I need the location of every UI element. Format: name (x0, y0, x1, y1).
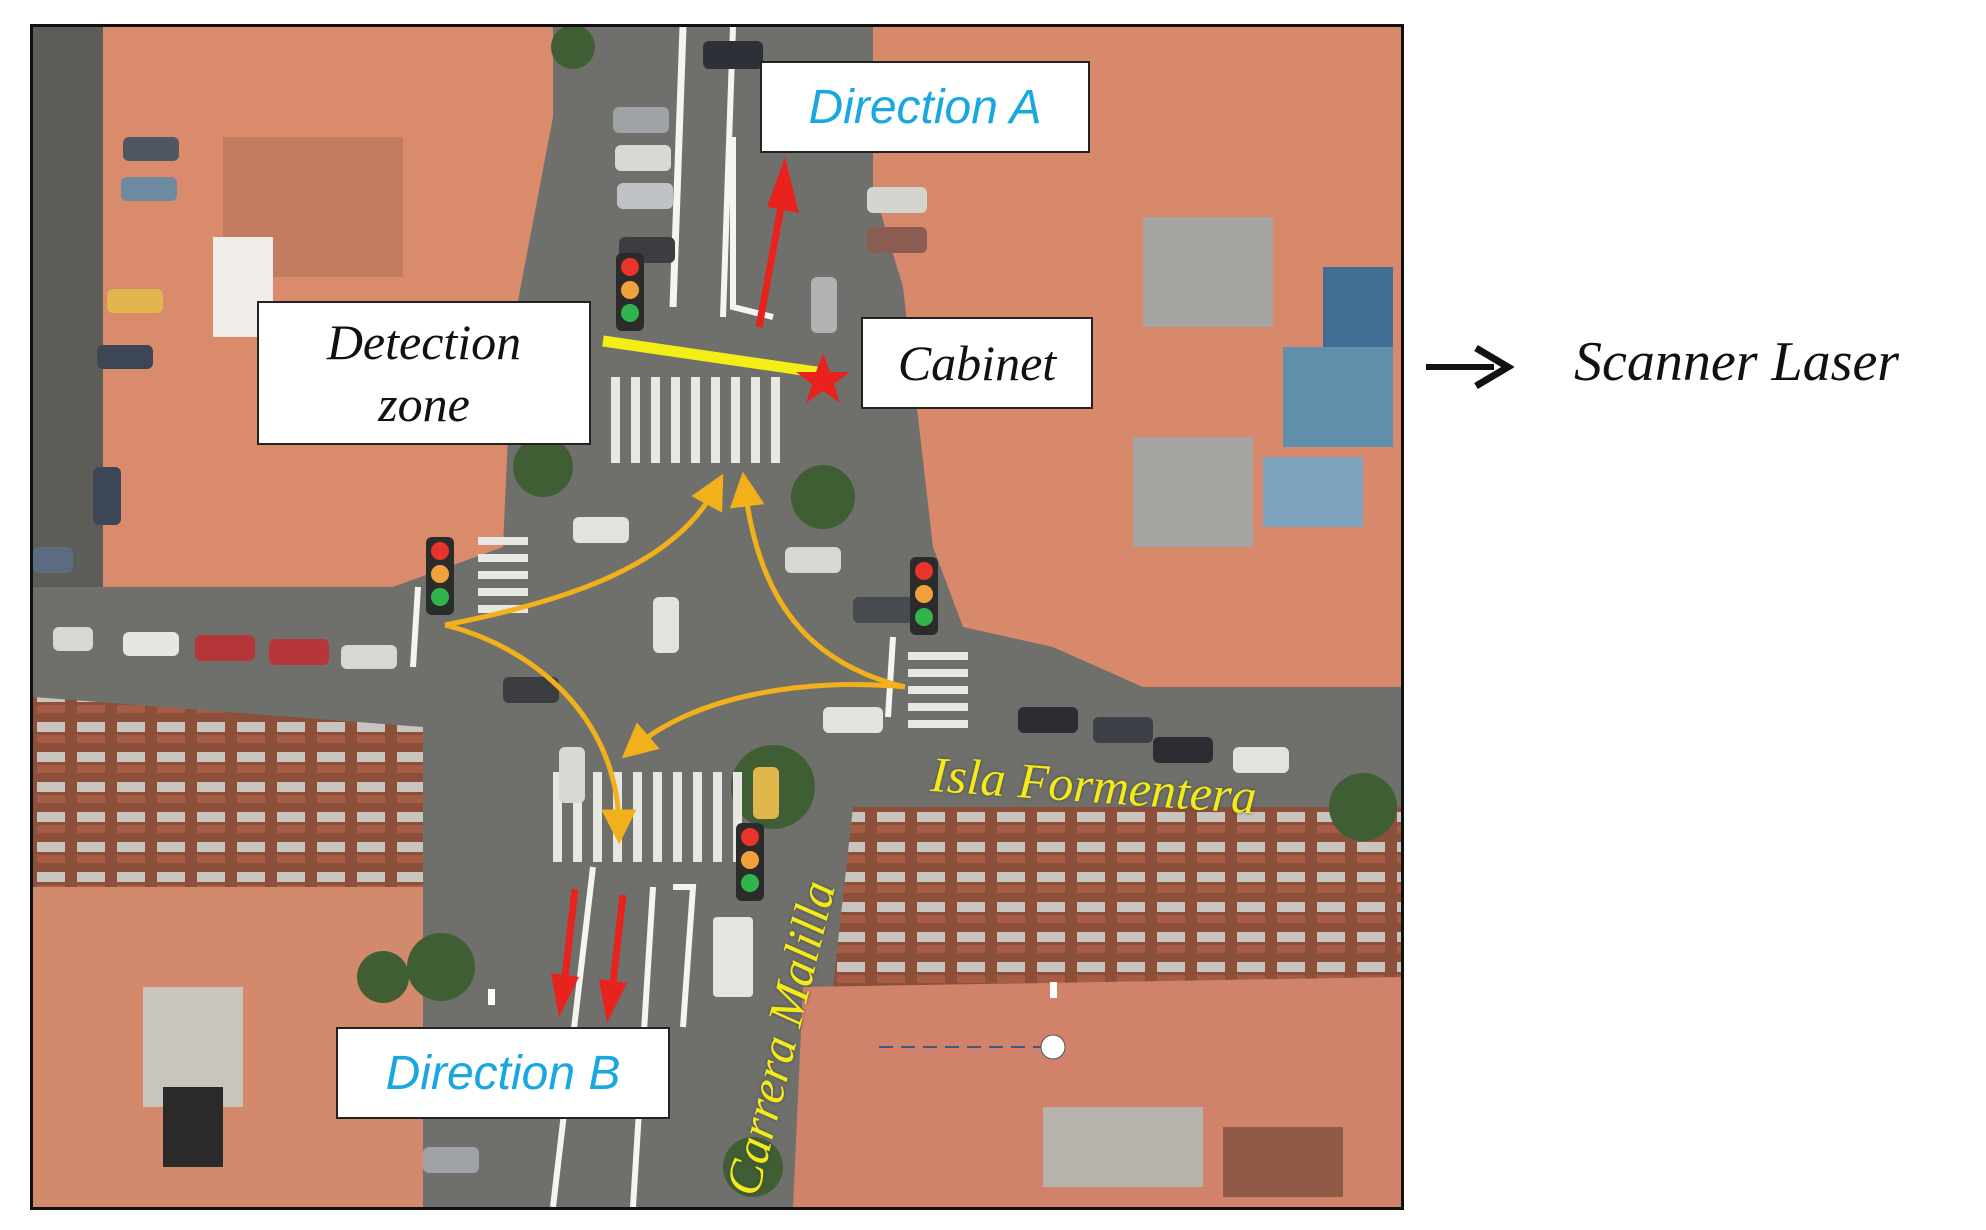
detection-zone-line2: zone (378, 376, 470, 432)
direction-a-arrow-icon (755, 157, 799, 328)
detection-zone-line (602, 335, 824, 379)
cabinet-label: Cabinet (861, 317, 1093, 409)
traffic-light-south (736, 823, 764, 901)
detection-zone-label: Detection zone (257, 301, 591, 445)
direction-b-label: Direction B (336, 1027, 670, 1119)
turning-movements-arrows (444, 471, 906, 845)
aerial-map-graphic (33, 27, 1401, 1207)
crosswalk-east (908, 652, 968, 728)
crosswalk-north (611, 377, 780, 463)
direction-b-arrows-icon (551, 888, 627, 1023)
traffic-light-west (426, 537, 454, 615)
traffic-light-north (616, 253, 644, 331)
aerial-map: Direction A Detection zone Cabinet Direc… (30, 24, 1404, 1210)
buildings (33, 27, 1401, 1207)
traffic-light-east (910, 557, 938, 635)
direction-a-label: Direction A (760, 61, 1090, 153)
direction-b-text: Direction B (385, 1046, 621, 1100)
legend: Scanner Laser (1424, 330, 1974, 410)
crosswalk-west (478, 537, 528, 613)
map-scale-widget (488, 982, 1066, 1060)
legend-text: Scanner Laser (1574, 331, 1900, 393)
detection-zone-line1: Detection (326, 314, 522, 370)
cabinet-text: Cabinet (897, 335, 1057, 391)
arrow-right-icon (1426, 344, 1514, 390)
trees (357, 27, 1397, 1197)
cabinet-star-icon (796, 353, 850, 403)
direction-a-text: Direction A (808, 80, 1042, 134)
